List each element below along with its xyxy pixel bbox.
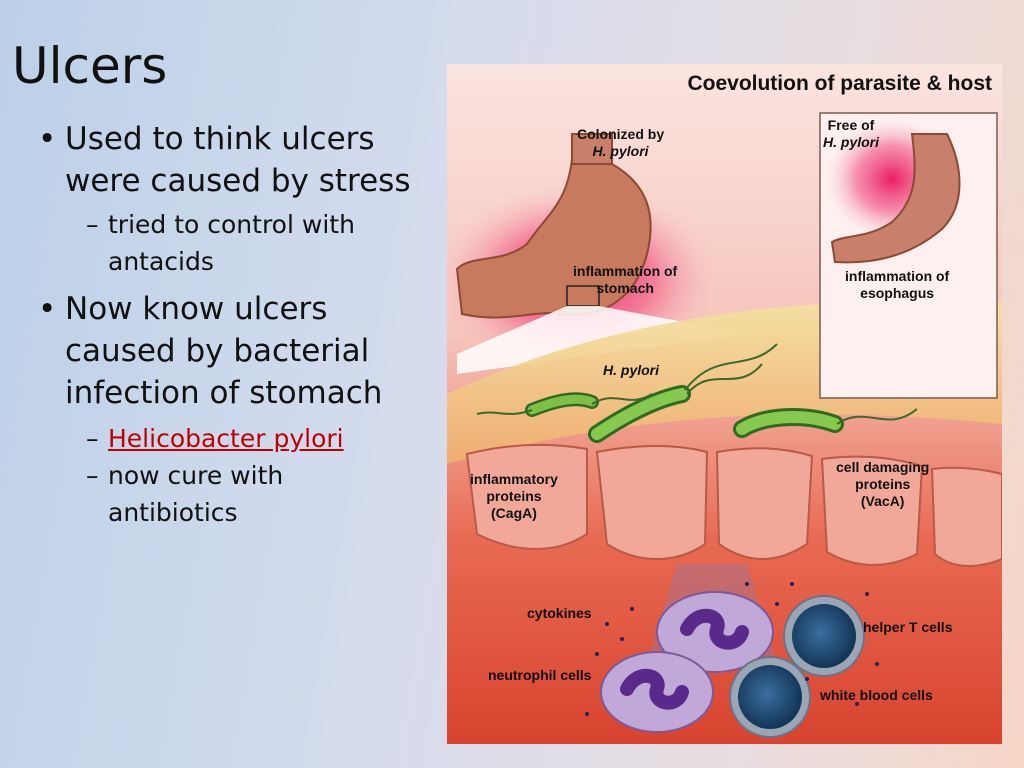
sub-bullet-antacids: tried to control with antacids [86,206,418,280]
label-inflammation-stomach: inflammation of stomach [573,263,678,296]
label-inflammation-esophagus: inflammation of esophagus [845,268,950,301]
sub-bullet-helicobacter: Helicobacter pylori [86,420,418,457]
esophagus-tube [571,133,613,165]
stomach-colonized [455,157,652,319]
label-colonized: Colonized by H. pylori [577,126,665,159]
white-blood-cells [729,595,865,738]
sub-bullet-antibiotics: now cure with antibiotics [86,457,418,531]
bullet-stress: Used to think ulcers were caused by stre… [38,118,418,202]
figure-illustration [447,112,1002,738]
bullet-list: Used to think ulcers were caused by stre… [38,118,418,531]
figure-title: Coevolution of parasite & host [687,72,992,95]
stomach-free [830,133,961,264]
cytokine-dots [585,582,879,716]
helicobacter-link[interactable]: Helicobacter pylori [108,424,344,453]
label-neutrophil-cells: neutrophil cells [488,667,592,683]
label-hpylori: H. pylori [603,362,660,378]
label-inflammatory-proteins: inflammatory proteins (CagA) [470,471,558,521]
label-helper-t-cells: helper T cells [863,619,953,635]
label-cytokines: cytokines [527,605,592,621]
epithelial-cells [465,443,1002,567]
neutrophil-cells [600,591,774,733]
slide-title: Ulcers [12,37,168,95]
hpylori-bacteria [476,343,918,443]
label-white-blood-cells: white blood cells [820,687,933,703]
label-cell-damaging-proteins: cell damaging proteins (VacA) [836,459,930,509]
bullet-bacterial: Now know ulcers caused by bacterial infe… [38,288,418,414]
label-free: Free of H. pylori [823,117,880,150]
coevolution-figure: Coevolution of parasite & host Colonized… [447,64,1002,744]
